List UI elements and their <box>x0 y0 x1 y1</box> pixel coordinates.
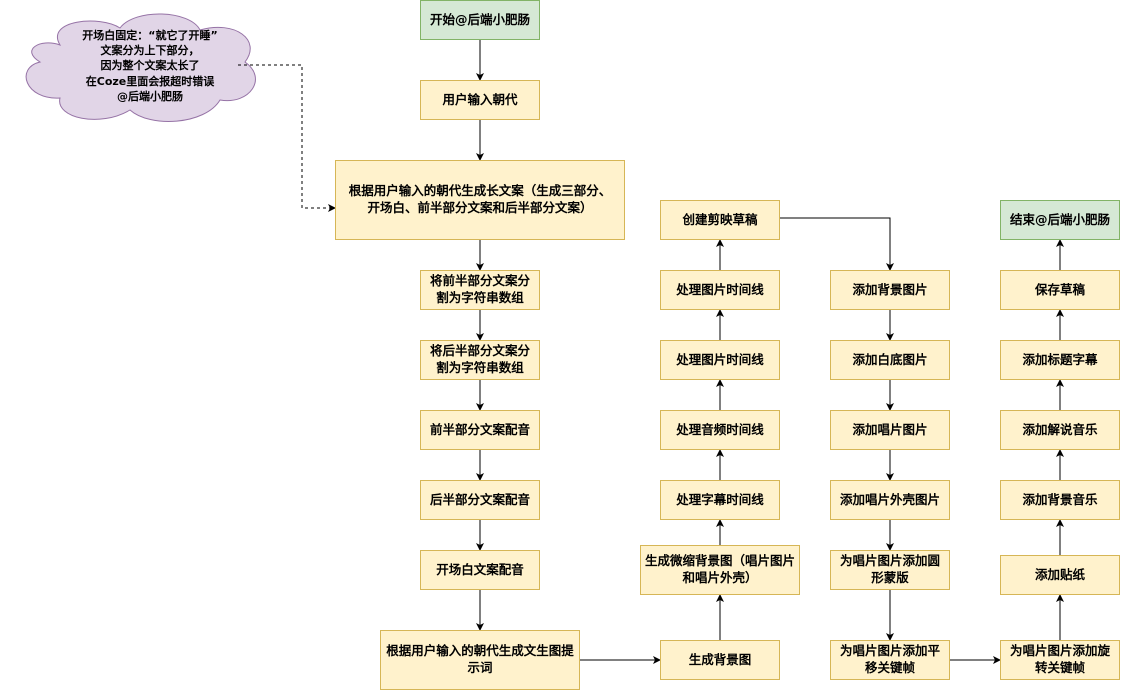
add-title-subtitle-node[interactable]: 添加标题字幕 <box>1000 340 1120 380</box>
dub-opening-node[interactable]: 开场白文案配音 <box>420 550 540 590</box>
input-dynasty-node[interactable]: 用户输入朝代 <box>420 80 540 120</box>
generate-thumbnail-node[interactable]: 生成微缩背景图（唱片图片和唱片外壳） <box>640 545 800 595</box>
note-line: 在Coze里面会报超时错误 <box>85 74 215 88</box>
end-node[interactable]: 结束@后端小肥肠 <box>1000 200 1120 240</box>
generate-background-node[interactable]: 生成背景图 <box>660 640 780 680</box>
note-text: 开场白固定：“就它了开睡” 文案分为上下部分， 因为整个文案太长了 在Coze里… <box>45 28 255 104</box>
note-line: 文案分为上下部分， <box>100 44 200 58</box>
dub-first-half-node[interactable]: 前半部分文案配音 <box>420 410 540 450</box>
add-narration-music-node[interactable]: 添加解说音乐 <box>1000 410 1120 450</box>
note-line: 开场白固定：“就它了开睡” <box>82 29 218 42</box>
add-white-image-node[interactable]: 添加白底图片 <box>830 340 950 380</box>
dub-second-half-node[interactable]: 后半部分文案配音 <box>420 480 540 520</box>
add-record-image-node[interactable]: 添加唱片图片 <box>830 410 950 450</box>
edge-note-longcopy <box>238 64 336 212</box>
add-sticker-node[interactable]: 添加贴纸 <box>1000 555 1120 595</box>
add-bgm-node[interactable]: 添加背景音乐 <box>1000 480 1120 520</box>
add-record-shell-image-node[interactable]: 添加唱片外壳图片 <box>830 480 950 520</box>
note-line: 因为整个文案太长了 <box>100 59 200 73</box>
note-cloud-shape <box>25 13 256 122</box>
add-background-image-node[interactable]: 添加背景图片 <box>830 270 950 310</box>
start-node[interactable]: 开始@后端小肥肠 <box>420 0 540 40</box>
audio-timeline-node[interactable]: 处理音频时间线 <box>660 410 780 450</box>
add-move-keyframe-node[interactable]: 为唱片图片添加平移关键帧 <box>830 640 950 680</box>
generate-long-copy-node[interactable]: 根据用户输入的朝代生成长文案（生成三部分、开场白、前半部分文案和后半部分文案） <box>335 160 625 240</box>
create-draft-node[interactable]: 创建剪映草稿 <box>660 200 780 240</box>
image-timeline-node-1[interactable]: 处理图片时间线 <box>660 340 780 380</box>
split-first-half-node[interactable]: 将前半部分文案分割为字符串数组 <box>420 270 540 310</box>
split-second-half-node[interactable]: 将后半部分文案分割为字符串数组 <box>420 340 540 380</box>
image-timeline-node-2[interactable]: 处理图片时间线 <box>660 270 780 310</box>
save-draft-node[interactable]: 保存草稿 <box>1000 270 1120 310</box>
subtitle-timeline-node[interactable]: 处理字幕时间线 <box>660 480 780 520</box>
add-circle-mask-node[interactable]: 为唱片图片添加圆形蒙版 <box>830 550 950 590</box>
edge-draft-addbg <box>780 217 894 271</box>
add-rotate-keyframe-node[interactable]: 为唱片图片添加旋转关键帧 <box>1000 640 1120 680</box>
note-line: @后端小肥肠 <box>117 89 183 103</box>
generate-prompt-node[interactable]: 根据用户输入的朝代生成文生图提示词 <box>380 630 580 690</box>
